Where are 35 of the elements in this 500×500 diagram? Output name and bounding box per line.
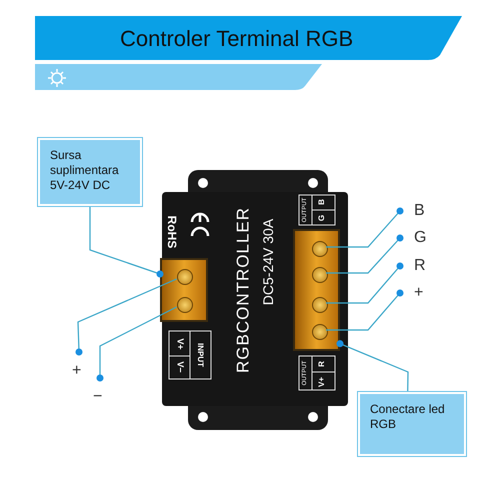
device-marking: RoHS: [166, 216, 178, 248]
device-rating: DC5-24V 30A: [261, 218, 275, 306]
leader-line: [326, 208, 404, 248]
callout-box: Sursa suplimentara 5V-24V DC: [38, 138, 142, 206]
terminal-label: −: [91, 378, 109, 406]
terminal-label: +: [70, 352, 88, 380]
title: Controler Terminal RGB: [120, 26, 354, 52]
terminal-screw: [312, 297, 328, 313]
terminal-label: +: [400, 284, 436, 302]
pin-label: V+: [318, 377, 326, 387]
leader-line: [96, 306, 177, 382]
pin-label: V−: [176, 361, 184, 373]
terminal-screw: [312, 241, 328, 257]
terminal-label: G: [400, 229, 436, 247]
terminal-block: [160, 258, 208, 322]
terminal-label: B: [400, 202, 436, 220]
leader-line: [326, 290, 404, 331]
leader-line: [326, 262, 404, 304]
pin-label: G: [318, 214, 326, 222]
leader-line: [326, 234, 404, 274]
leader-line: [89, 206, 164, 278]
leader-line: [336, 340, 409, 392]
terminal-label: R: [400, 257, 436, 275]
terminal-screw: [312, 267, 328, 283]
callout-box: Conectare led RGB: [358, 392, 466, 456]
leader-line: [76, 278, 177, 356]
pin-label: R: [318, 361, 326, 367]
device-name: RGBCONTROLLER: [234, 206, 252, 374]
port-label: INPUT: [196, 343, 204, 367]
terminal-screw: [177, 297, 193, 313]
pin-label: V+: [176, 338, 184, 350]
pin-label: B: [318, 199, 326, 205]
terminal-screw: [312, 324, 328, 340]
terminal-block: [293, 229, 340, 351]
terminal-screw: [177, 269, 193, 285]
